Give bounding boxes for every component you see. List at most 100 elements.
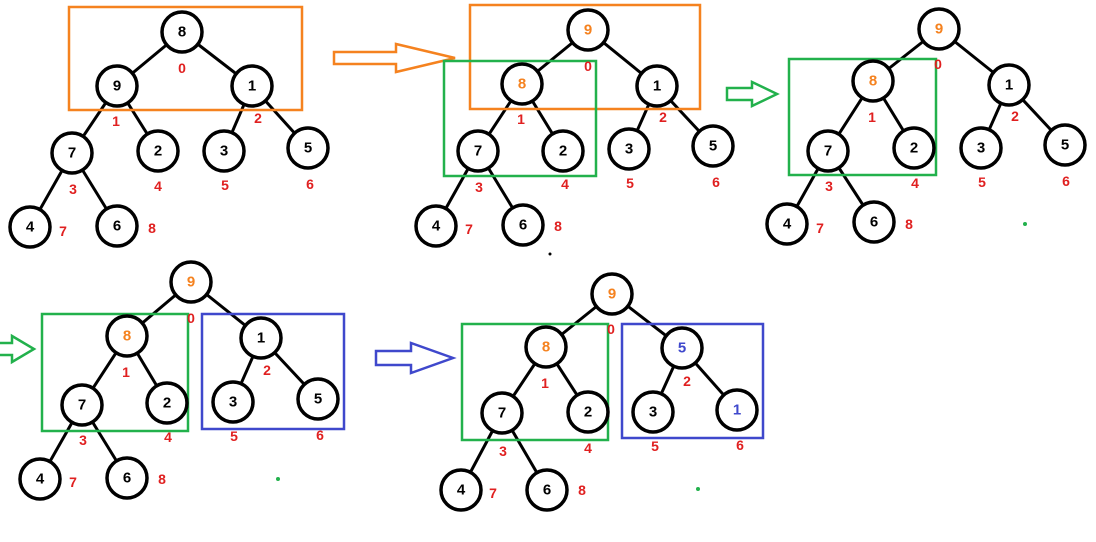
node-value: 3 xyxy=(625,141,633,158)
index-label: 0 xyxy=(187,310,195,326)
node-value: 3 xyxy=(649,404,657,421)
index-label: 6 xyxy=(306,176,314,192)
node-value: 5 xyxy=(314,391,322,408)
node-value: 9 xyxy=(187,274,195,291)
heap-node-5: 3 xyxy=(202,129,246,173)
dot-mark xyxy=(1023,222,1027,226)
index-label: 0 xyxy=(607,321,615,337)
node-value: 8 xyxy=(869,73,877,90)
node-value: 6 xyxy=(113,218,121,235)
heap-node-6: 1 xyxy=(715,388,759,432)
heap-step-4: 9 8 1 7 2 3 5 4 6 0 1 2 3 4 5 6 7 8 xyxy=(18,260,346,501)
index-label: 7 xyxy=(465,221,473,237)
index-label: 8 xyxy=(554,218,562,234)
node-value: 9 xyxy=(935,21,943,38)
green-arrow-icon xyxy=(725,80,780,108)
index-label: 8 xyxy=(158,471,166,487)
node-value: 2 xyxy=(163,395,171,412)
heap-node-5: 3 xyxy=(607,127,651,171)
node-value: 1 xyxy=(257,330,265,347)
heap-node-7: 4 xyxy=(18,457,62,501)
heap-node-3: 7 xyxy=(60,383,104,427)
index-label: 3 xyxy=(475,179,483,195)
node-value: 4 xyxy=(457,482,466,499)
index-label: 4 xyxy=(584,440,592,456)
heap-step-3: 9 8 1 7 2 3 5 4 6 0 1 2 3 4 5 6 7 8 xyxy=(765,7,1087,246)
node-value: 7 xyxy=(68,145,76,162)
index-label: 1 xyxy=(517,111,525,127)
index-label: 7 xyxy=(816,220,824,236)
heap-node-0: 8 xyxy=(160,10,204,54)
index-label: 8 xyxy=(578,482,586,498)
heap-node-6: 5 xyxy=(691,124,735,168)
index-label: 1 xyxy=(112,113,120,129)
orange-highlight-box xyxy=(468,3,702,111)
node-value: 7 xyxy=(78,397,86,414)
heap-node-1: 8 xyxy=(851,59,895,103)
index-label: 5 xyxy=(626,175,634,191)
heap-node-8: 6 xyxy=(525,468,569,512)
index-label: 6 xyxy=(712,174,720,190)
heap-node-7: 4 xyxy=(439,468,483,512)
heap-step-2: 9 8 1 7 2 3 5 4 6 0 1 2 3 4 5 6 7 8 xyxy=(414,3,735,256)
heap-node-2: 1 xyxy=(230,64,274,108)
green-arrow-icon xyxy=(0,333,37,365)
index-label: 8 xyxy=(905,216,913,232)
blue-highlight-box xyxy=(620,322,765,440)
index-label: 4 xyxy=(154,178,162,194)
heap-node-4: 2 xyxy=(566,390,610,434)
index-label: 2 xyxy=(254,110,262,126)
index-label: 3 xyxy=(825,178,833,194)
blue-arrow-icon xyxy=(374,341,457,375)
node-value: 7 xyxy=(474,143,482,160)
node-value: 5 xyxy=(678,340,686,357)
index-label: 4 xyxy=(164,429,172,445)
heap-node-8: 6 xyxy=(501,203,545,247)
node-value: 9 xyxy=(113,78,121,95)
node-value: 2 xyxy=(584,404,592,421)
heap-node-0: 9 xyxy=(169,260,213,304)
node-value: 6 xyxy=(870,214,878,231)
index-label: 5 xyxy=(651,438,659,454)
heap-node-4: 2 xyxy=(892,126,936,170)
index-label: 1 xyxy=(868,109,876,125)
heap-node-0: 9 xyxy=(590,272,634,316)
heap-node-8: 6 xyxy=(105,456,149,500)
heap-node-2: 1 xyxy=(987,63,1031,107)
heap-node-2: 1 xyxy=(239,316,283,360)
node-value: 1 xyxy=(653,78,661,95)
index-label: 7 xyxy=(69,474,77,490)
heap-node-0: 9 xyxy=(917,7,961,51)
index-label: 0 xyxy=(934,56,942,72)
heap-node-3: 7 xyxy=(480,391,524,435)
index-label: 7 xyxy=(489,485,497,501)
index-label: 8 xyxy=(148,220,156,236)
node-value: 1 xyxy=(1005,77,1013,94)
node-value: 5 xyxy=(709,138,717,155)
node-value: 4 xyxy=(26,219,35,236)
index-label: 4 xyxy=(911,175,919,191)
heap-node-3: 7 xyxy=(456,129,500,173)
index-label: 2 xyxy=(263,362,271,378)
heap-node-1: 8 xyxy=(105,314,149,358)
index-label: 7 xyxy=(59,223,67,239)
heap-node-1: 8 xyxy=(524,325,568,369)
node-value: 6 xyxy=(123,470,131,487)
index-label: 6 xyxy=(1062,173,1070,189)
heap-node-7: 4 xyxy=(765,202,809,246)
dot-mark xyxy=(696,487,700,491)
orange-arrow-icon xyxy=(332,42,456,74)
node-value: 3 xyxy=(220,143,228,160)
node-value: 8 xyxy=(542,339,550,356)
heap-node-3: 7 xyxy=(50,131,94,175)
heap-node-1: 9 xyxy=(95,64,139,108)
green-highlight-box xyxy=(460,322,610,442)
green-highlight-box xyxy=(442,59,598,178)
heap-node-5: 3 xyxy=(211,380,255,424)
heap-step-5: 9 8 5 7 2 3 1 4 6 0 1 2 3 4 5 6 7 8 xyxy=(439,272,765,512)
dot-mark xyxy=(276,477,280,481)
node-value: 7 xyxy=(498,405,506,422)
index-label: 6 xyxy=(316,427,324,443)
green-highlight-box xyxy=(40,312,190,433)
index-label: 2 xyxy=(1011,108,1019,124)
